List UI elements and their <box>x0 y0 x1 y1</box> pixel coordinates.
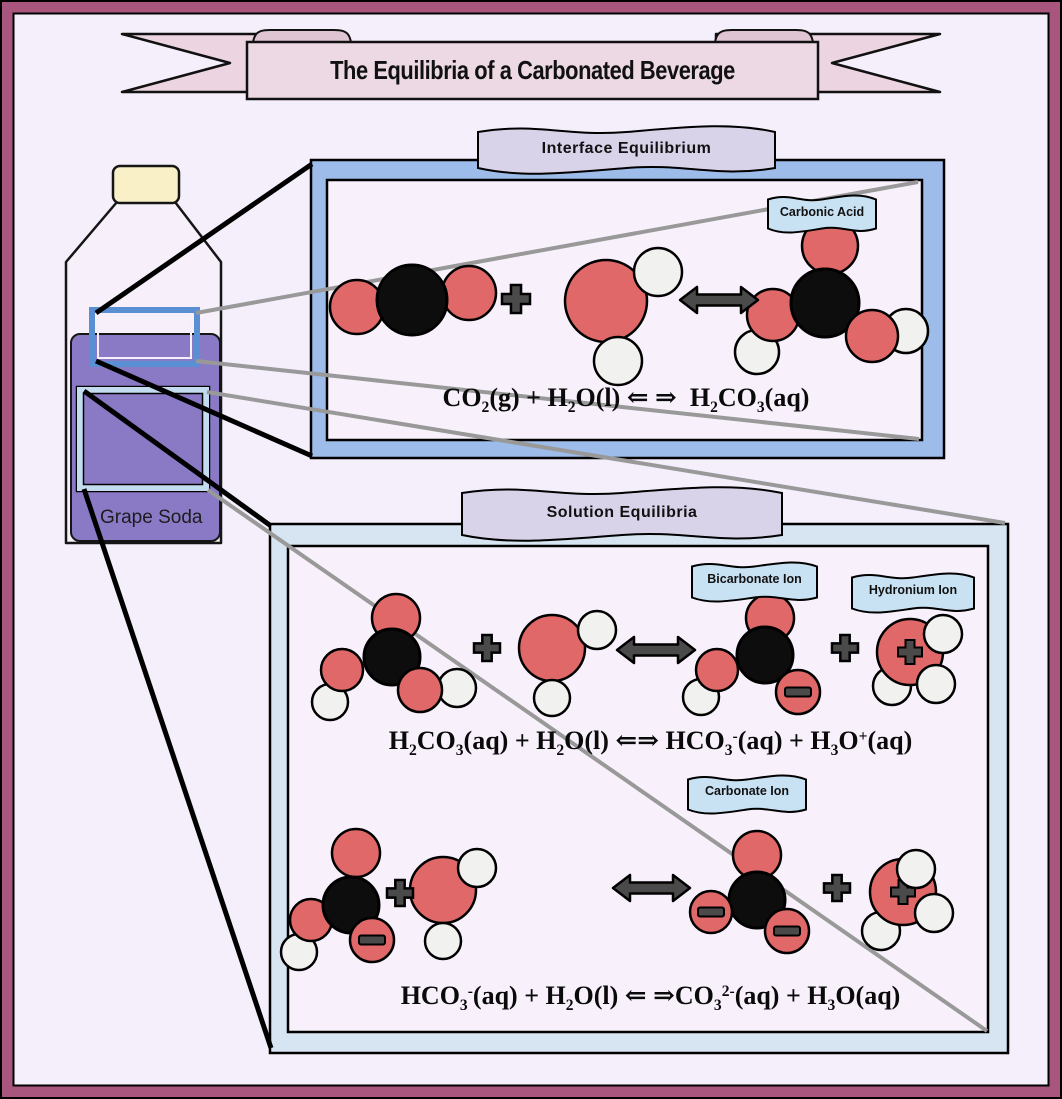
bottle-cap <box>111 164 181 205</box>
solution-box-title: Solution Equilibria <box>546 504 698 521</box>
water-molecule-1 <box>517 609 618 718</box>
minus-charge-badge <box>697 906 725 918</box>
interface-box-title: Interface Equilibrium <box>541 140 712 157</box>
carbonate-label-box <box>687 774 807 815</box>
hydronium-molecule-2 <box>860 848 955 952</box>
plus-sign <box>822 873 852 903</box>
zoom-line-gray <box>195 359 920 441</box>
oxygen-atom <box>694 647 740 693</box>
interface-equation: CO2(g) + H2O(l) ⇐ ⇒ H2CO3(aq) <box>442 383 810 417</box>
interface-zoom-window <box>89 307 200 367</box>
zoom-line-black <box>81 488 274 1049</box>
carbon-atom <box>789 267 861 339</box>
hydrogen-atom <box>913 892 955 934</box>
hydrogen-atom <box>922 613 964 655</box>
title-ribbon <box>120 29 942 101</box>
oxygen-atom <box>396 666 444 714</box>
carbonate-ion-label: Carbonate Ion <box>704 784 790 798</box>
hydronium-label-box <box>851 572 975 614</box>
interface-zoom-window-inner <box>97 315 192 359</box>
water-molecule-interface <box>563 246 684 387</box>
oxygen-atom <box>328 278 386 336</box>
hydrogen-atom <box>915 663 957 705</box>
carbonic-acid-molecule <box>733 216 930 376</box>
equilibrium-arrow <box>615 635 697 665</box>
oxygen-atom <box>517 613 587 683</box>
minus-charge-badge <box>784 686 812 698</box>
solution-zoom-window <box>77 387 209 491</box>
carbon-atom <box>375 263 449 337</box>
zoom-line-black <box>82 388 273 529</box>
hydrogen-atom <box>592 335 644 387</box>
water-molecule-2 <box>408 847 498 961</box>
solution-equation-2: HCO3-(aq) + H2O(l) ⇐ ⇒CO32-(aq) + H3O(aq… <box>400 981 901 1015</box>
plus-charge-badge <box>897 639 923 665</box>
zoom-line-black <box>94 358 314 459</box>
hydrogen-atom <box>436 667 478 709</box>
poster-title: The Equilibria of a Carbonated Beverage <box>330 55 735 85</box>
bottle-label: Grape Soda <box>100 507 203 528</box>
zoom-line-black <box>94 161 314 316</box>
interface-banner <box>477 125 776 175</box>
bicarbonate-molecule-2 <box>279 827 396 972</box>
minus-charge-badge <box>773 925 801 937</box>
zoom-line-gray <box>206 390 1006 525</box>
plus-sign <box>385 878 415 908</box>
solution-equation-1: H2CO3(aq) + H2O(l) ⇐⇒ HCO3-(aq) + H3O+(a… <box>388 726 913 760</box>
plus-sign <box>500 283 532 315</box>
hydronium-ion-label: Hydronium Ion <box>868 583 958 597</box>
bicarbonate-ion-label: Bicarbonate Ion <box>707 572 802 586</box>
zoom-line-gray <box>206 488 989 1033</box>
bicarbonate-label-box <box>691 561 818 603</box>
hydronium-molecule-1 <box>871 613 964 707</box>
solution-zoom-window-outline <box>75 385 211 493</box>
plus-sign <box>472 633 502 663</box>
hydrogen-atom <box>576 609 618 651</box>
equilibrium-arrow <box>611 873 692 903</box>
equilibrium-arrow <box>678 285 760 315</box>
carbonic-label-box <box>767 194 877 234</box>
hydrogen-atom <box>895 848 937 890</box>
hydrogen-atom <box>532 678 572 718</box>
carbonic-acid-molecule-2 <box>310 592 478 722</box>
ribbon-panel <box>245 40 820 101</box>
bicarbonate-molecule <box>681 592 822 717</box>
oxygen-atom <box>844 308 900 364</box>
solution-zoom-window-inline <box>82 392 204 486</box>
plus-charge-badge <box>890 879 916 905</box>
solution-banner <box>461 486 783 542</box>
hydrogen-atom <box>456 847 498 889</box>
co2-molecule <box>328 263 498 337</box>
carbonate-molecule <box>688 829 811 955</box>
carbon-atom <box>735 625 795 685</box>
oxygen-atom <box>440 264 498 322</box>
carbonic-acid-label: Carbonic Acid <box>779 205 865 219</box>
hydrogen-atom <box>423 921 463 961</box>
plus-sign <box>830 633 860 663</box>
oxygen-atom <box>330 827 382 879</box>
minus-charge-badge <box>358 934 386 946</box>
hydrogen-atom <box>632 246 684 298</box>
oxygen-atom <box>319 647 365 693</box>
carbon-atom <box>362 627 422 687</box>
